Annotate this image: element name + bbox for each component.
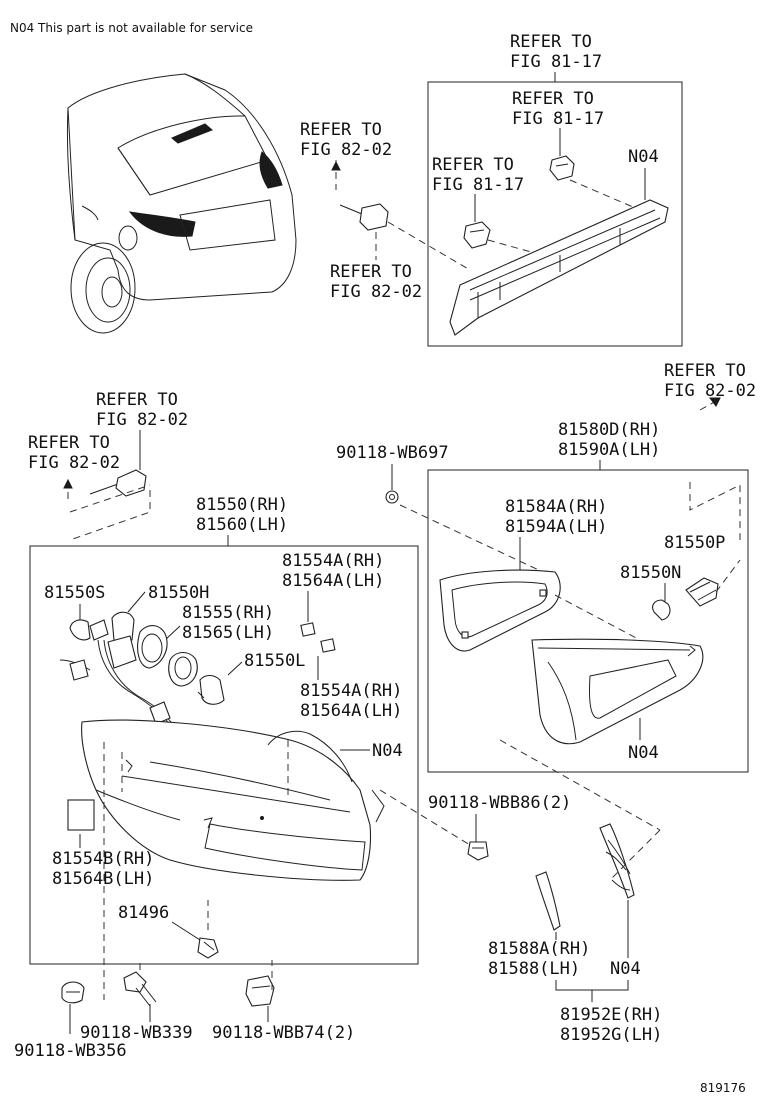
part-81550h-label: 81550H (148, 583, 209, 603)
clip-icon-lower (463, 221, 491, 249)
part-81550l-label: 81550L (244, 651, 305, 671)
refer-clip2-label-a: REFER TO (432, 155, 514, 175)
refer-conn2-label-a: REFER TO (330, 262, 412, 282)
refer-conn1-label-b: FIG 82-02 (300, 140, 392, 160)
part-81555-label: 81555(RH) (182, 603, 274, 623)
inner-lamp-gasket (439, 569, 561, 652)
part-81554b-label: 81554B(RH) (52, 849, 154, 869)
part-81554a-upper-label: 81554A(RH) (282, 551, 384, 571)
bulb-81550n (652, 599, 671, 621)
tail-lamp-n04-label: N04 (372, 741, 403, 761)
clip-icon-wbb74 (245, 975, 275, 1007)
part-90118-wb356-label: 90118-WB356 (14, 1041, 127, 1061)
tail-lamp-group-box (29, 545, 419, 965)
vehicle-rear-illustration (66, 73, 297, 334)
refer-top-label-b: FIG 81-17 (510, 52, 602, 72)
part-81564a-upper-label: 81564A(LH) (282, 571, 384, 591)
wire-harness-socket-assembly (59, 611, 225, 731)
part-90118-wb697-label: 90118-WB697 (336, 443, 449, 463)
clip-icon-upper (549, 155, 575, 181)
bolt-icon-wb356 (61, 981, 85, 1004)
refer-left2-label-b: FIG 82-02 (28, 453, 120, 473)
part-81550n-label: 81550N (620, 563, 681, 583)
part-81564b-label: 81564B(LH) (52, 869, 154, 889)
inner-lamp-group-box (427, 469, 749, 773)
refer-conn2-label-b: FIG 82-02 (330, 282, 422, 302)
refer-left2-label-a: REFER TO (28, 433, 110, 453)
part-81580d-label: 81580D(RH) (558, 420, 660, 440)
part-81560-label: 81560(LH) (196, 515, 288, 535)
part-81554a-lower-label: 81554A(RH) (300, 681, 402, 701)
part-90118-wbb74-label: 90118-WBB74(2) (212, 1023, 355, 1043)
part-81590a-label: 81590A(LH) (558, 440, 660, 460)
stop-lamp-n04-label: N04 (628, 147, 659, 167)
screw-icon-wb339 (123, 971, 157, 1007)
refer-clip1-label-a: REFER TO (512, 89, 594, 109)
connector-icon-stop-lamp (359, 203, 389, 231)
refer-clip2-label-b: FIG 81-17 (432, 175, 524, 195)
part-81588a-label: 81588A(RH) (488, 939, 590, 959)
gasket-81554b (67, 799, 95, 831)
refer-left1-label-b: FIG 82-02 (96, 410, 188, 430)
part-81584a-label: 81584A(RH) (505, 497, 607, 517)
inner-lamp-n04-label: N04 (628, 743, 659, 763)
bolt-icon-wb697 (385, 490, 399, 504)
refer-clip1-label-b: FIG 81-17 (512, 109, 604, 129)
clip-icon-81496 (197, 937, 219, 959)
strip-n04-label: N04 (610, 959, 641, 979)
part-81564a-lower-label: 81564A(LH) (300, 701, 402, 721)
high-mount-stop-lamp (449, 199, 669, 336)
gasket-81554a-lower (320, 638, 336, 653)
part-90118-wbb86-label: 90118-WBB86(2) (428, 793, 571, 813)
connector-icon-tail-lamp (115, 469, 147, 497)
service-note: N04 This part is not available for servi… (10, 21, 253, 35)
refer-right-label-a: REFER TO (664, 361, 746, 381)
refer-left1-label-a: REFER TO (96, 390, 178, 410)
part-81952e-label: 81952E(RH) (560, 1005, 662, 1025)
part-81496-label: 81496 (118, 903, 169, 923)
refer-right-label-b: FIG 82-02 (664, 381, 756, 401)
part-81594a-label: 81594A(LH) (505, 517, 607, 537)
part-90118-wb339-label: 90118-WB339 (80, 1023, 193, 1043)
part-81550p-label: 81550P (664, 533, 725, 553)
reflector-strip-81588 (599, 823, 635, 899)
rear-combination-lamp (81, 719, 385, 1000)
part-81588-label: 81588(LH) (488, 959, 580, 979)
part-81550-label: 81550(RH) (196, 495, 288, 515)
refer-conn1-label-a: REFER TO (300, 120, 382, 140)
inner-rear-lamp (531, 638, 704, 745)
part-81550s-label: 81550S (44, 583, 105, 603)
part-81565-label: 81565(LH) (182, 623, 274, 643)
refer-top-label-a: REFER TO (510, 32, 592, 52)
gasket-81554a-upper (300, 622, 316, 637)
screw-icon-wbb86 (467, 841, 489, 861)
garnish-plate-81952 (535, 871, 561, 931)
bulb-socket-81550p (685, 577, 719, 607)
figure-number: 819176 (700, 1081, 746, 1095)
part-81952g-label: 81952G(LH) (560, 1025, 662, 1045)
